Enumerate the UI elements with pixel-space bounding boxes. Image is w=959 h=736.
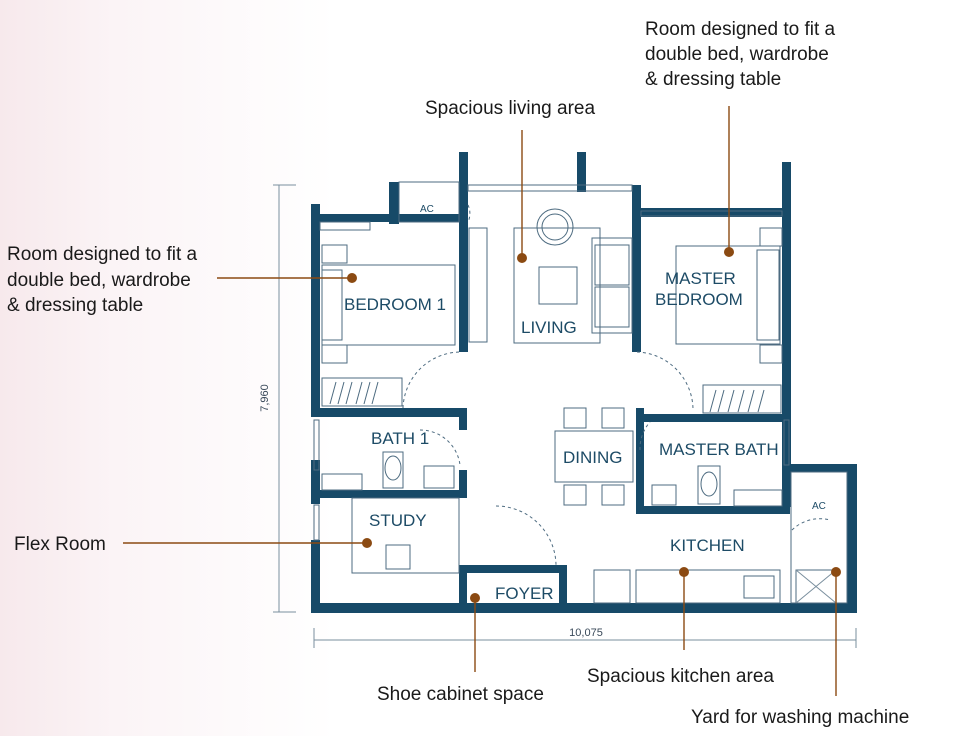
master-bedroom-note-line-1: Room designed to fit a [645,19,836,40]
kitchen-label: KITCHEN [670,536,745,555]
shoe-cabinet-note: Shoe cabinet space [377,684,544,705]
furniture [321,208,837,604]
yard-note: Yard for washing machine [691,707,909,728]
master-bedroom-label-1: MASTER [665,269,736,288]
master-bath-label: MASTER BATH [659,440,779,459]
master-bedroom-label-2: BEDROOM [655,290,743,309]
study-label: STUDY [369,511,427,530]
living-label: LIVING [521,318,577,337]
dining-label: DINING [563,448,623,467]
height-dimension: 7,960 [259,384,271,412]
bedroom1-note-line-1: Room designed to fit a [7,244,198,265]
ac-right-label: AC [812,501,826,512]
living-note: Spacious living area [425,98,595,119]
bedroom1-note-line-3: & dressing table [7,295,143,316]
bedroom1-label: BEDROOM 1 [344,295,446,314]
flex-room-note: Flex Room [14,534,106,555]
bath1-label: BATH 1 [371,429,429,448]
bedroom1-note-line-2: double bed, wardrobe [7,270,191,291]
windows [313,181,848,604]
walls [311,152,857,613]
master-bedroom-note-line-3: & dressing table [645,69,781,90]
master-bedroom-note-line-2: double bed, wardrobe [645,44,829,65]
ac-top-label: AC [420,204,434,215]
foyer-label: FOYER [495,584,554,603]
callout-leaders [123,106,841,696]
dimension-lines [273,184,857,648]
kitchen-note: Spacious kitchen area [587,666,774,687]
width-dimension: 10,075 [569,627,603,639]
doors [402,204,831,566]
